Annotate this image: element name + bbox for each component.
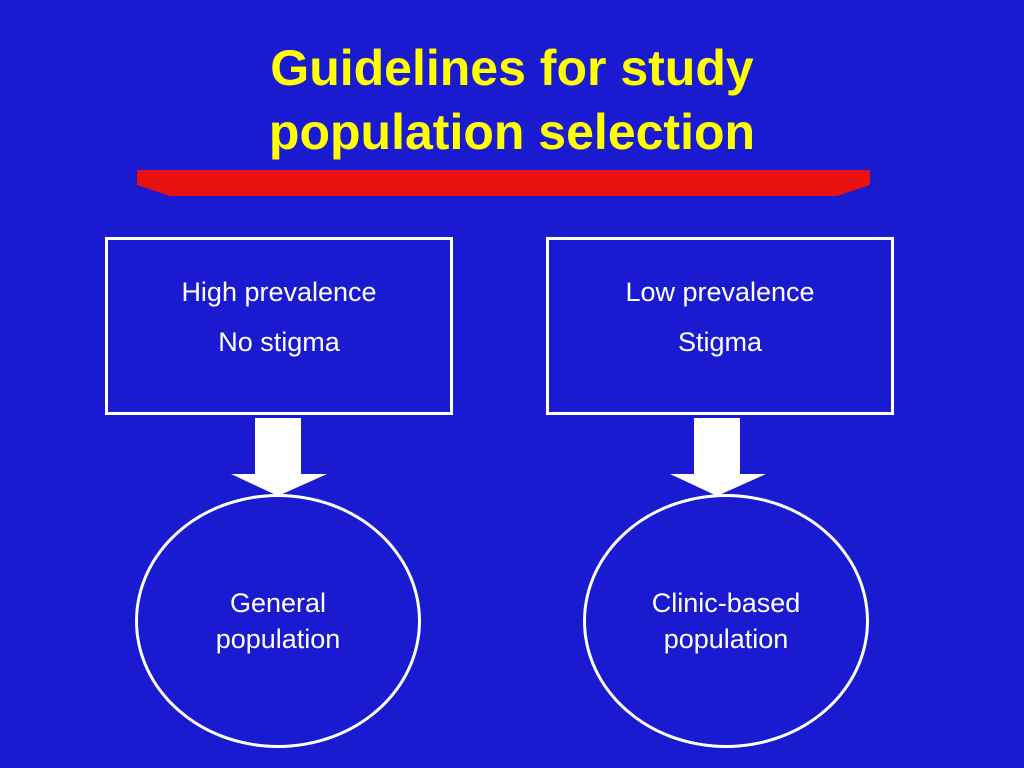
circle-right-line-1: Clinic-based: [651, 588, 801, 618]
low-prevalence-box: Low prevalence Stigma: [546, 237, 894, 415]
slide-title-line-2: population selection: [268, 104, 756, 160]
high-prevalence-box: High prevalence No stigma: [105, 237, 453, 415]
down-arrow-right-shape: [670, 418, 766, 496]
circle-right-line-2: population: [663, 624, 789, 654]
circle-left-line-1: General: [229, 588, 327, 618]
title-accent-bar-shape: [137, 170, 870, 196]
slide-title: Guidelines for study population selectio…: [0, 36, 1024, 164]
clinic-based-population-circle: Clinic-based population: [583, 494, 869, 748]
slide-title-line-1: Guidelines for study: [270, 40, 754, 96]
box-right-line-1: Low prevalence: [625, 277, 815, 307]
general-population-circle: General population: [135, 494, 421, 748]
down-arrow-left-icon: [231, 418, 327, 496]
box-right-line-2: Stigma: [677, 327, 763, 357]
title-accent-bar: [137, 170, 870, 196]
circle-left-line-2: population: [215, 624, 341, 654]
down-arrow-left-shape: [231, 418, 327, 496]
box-left-line-2: No stigma: [218, 327, 340, 357]
down-arrow-right-icon: [670, 418, 766, 496]
box-left-line-1: High prevalence: [181, 277, 377, 307]
